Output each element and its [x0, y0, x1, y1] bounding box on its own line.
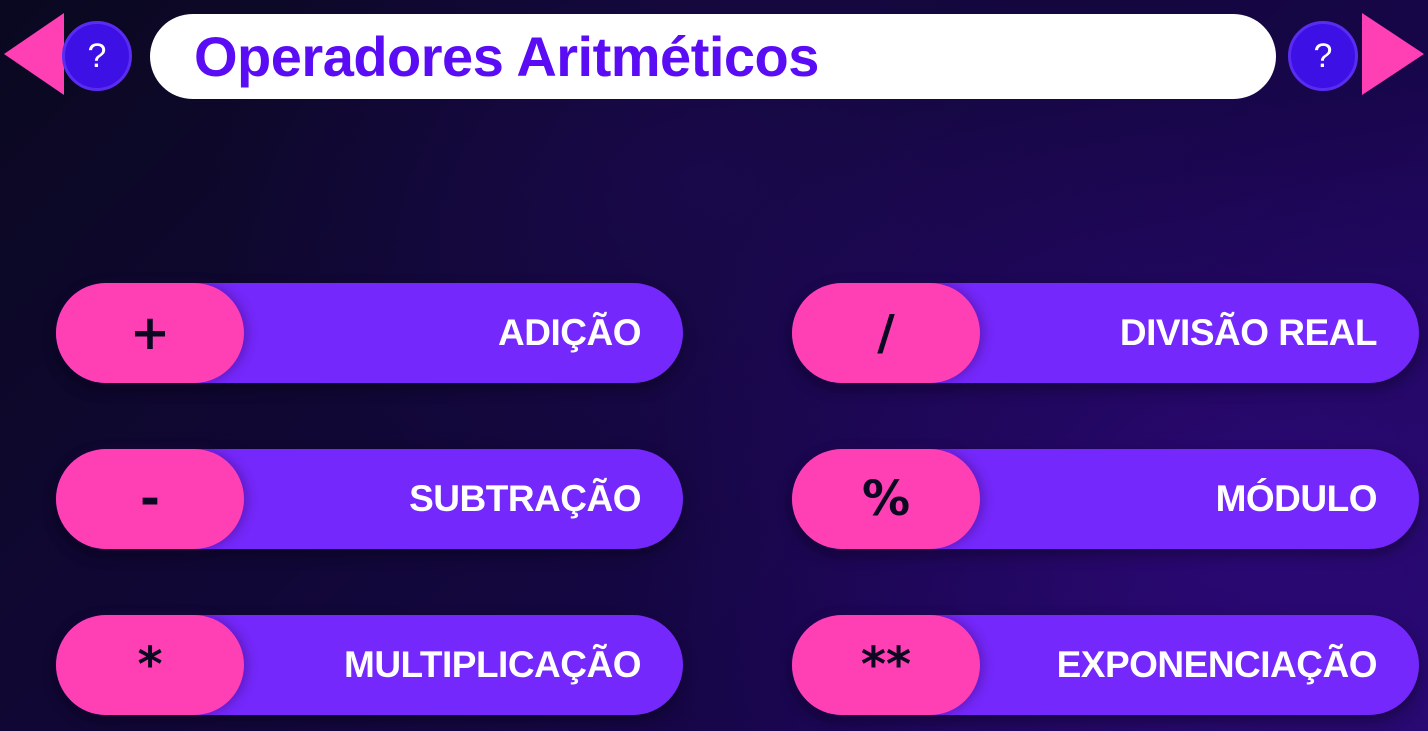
operator-card-modulo[interactable]: % MÓDULO — [792, 449, 1419, 549]
operator-label: MÓDULO — [1215, 478, 1378, 519]
operator-card-multiplication[interactable]: * MULTIPLICAÇÃO — [56, 615, 683, 715]
operator-symbol: - — [56, 449, 244, 549]
operator-symbol: % — [792, 449, 980, 549]
operator-symbol: + — [56, 283, 244, 383]
help-button-right[interactable]: ? — [1288, 21, 1358, 91]
operator-card-division[interactable]: / DIVISÃO REAL — [792, 283, 1419, 383]
question-mark-icon: ? — [87, 36, 107, 75]
page-title: Operadores Aritméticos — [194, 24, 819, 88]
question-mark-icon: ? — [1313, 36, 1333, 75]
operator-label: EXPONENCIAÇÃO — [1056, 644, 1378, 685]
operator-label: SUBTRAÇÃO — [409, 478, 641, 519]
operator-symbol: ** — [792, 615, 980, 715]
operator-label: MULTIPLICAÇÃO — [344, 644, 642, 685]
operator-symbol: / — [792, 283, 980, 383]
previous-arrow-icon[interactable] — [4, 13, 64, 95]
operator-label: DIVISÃO REAL — [1119, 312, 1378, 353]
title-bar: Operadores Aritméticos — [150, 14, 1276, 99]
operator-label: ADIÇÃO — [498, 312, 641, 353]
operator-card-addition[interactable]: + ADIÇÃO — [56, 283, 683, 383]
operator-symbol: * — [56, 615, 244, 715]
next-arrow-icon[interactable] — [1362, 13, 1424, 95]
operator-card-exponentiation[interactable]: ** EXPONENCIAÇÃO — [792, 615, 1419, 715]
operator-card-subtraction[interactable]: - SUBTRAÇÃO — [56, 449, 683, 549]
help-button-left[interactable]: ? — [62, 21, 132, 91]
